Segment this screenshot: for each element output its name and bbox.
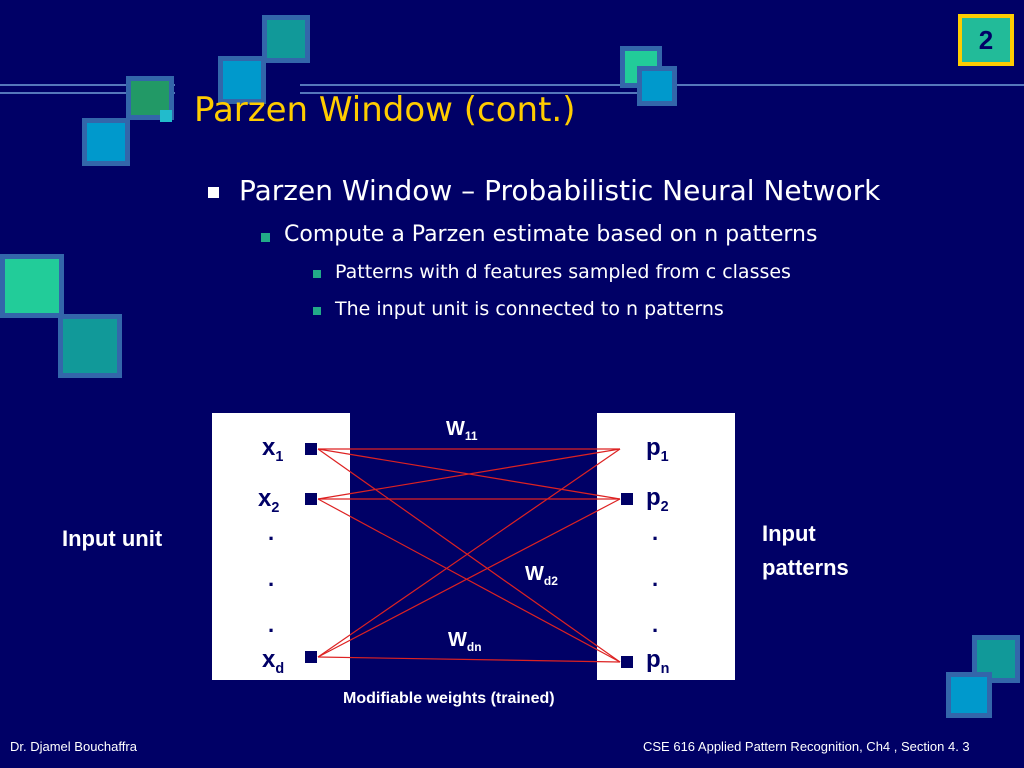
bullet-l3b: The input unit is connected to n pattern… bbox=[335, 298, 724, 320]
input-ellipsis-dot: . bbox=[268, 612, 275, 637]
decor-rule-right-2 bbox=[300, 92, 660, 94]
weight-wd2-label: Wd2 bbox=[525, 563, 558, 588]
connection-line bbox=[317, 498, 621, 663]
weight-w11-label: W11 bbox=[446, 418, 478, 443]
pattern-p1-sub: 1 bbox=[660, 448, 669, 465]
diagram-caption: Modifiable weights (trained) bbox=[343, 690, 555, 707]
patterns-box bbox=[597, 413, 735, 680]
weight-wdn-base: W bbox=[448, 629, 467, 651]
decor-rule-top bbox=[0, 84, 175, 86]
weight-w11-base: W bbox=[446, 418, 465, 440]
pattern-pn-label: pn bbox=[646, 646, 669, 677]
decor-square bbox=[58, 314, 122, 378]
decor-square bbox=[262, 15, 310, 63]
decor-square bbox=[637, 66, 677, 106]
decor-square bbox=[0, 254, 64, 318]
bullet-l3a: Patterns with d features sampled from c … bbox=[335, 261, 791, 283]
connection-line bbox=[317, 448, 621, 663]
decor-square bbox=[218, 56, 266, 104]
decor-square bbox=[82, 118, 130, 166]
bullet-l2: Compute a Parzen estimate based on n pat… bbox=[284, 222, 818, 247]
connection-line bbox=[317, 656, 621, 663]
input-x2-base: x bbox=[258, 485, 272, 512]
pattern-ellipsis-dot: . bbox=[652, 520, 659, 545]
input-unit-label: Input unit bbox=[62, 526, 163, 551]
input-x2-sub: 2 bbox=[271, 499, 280, 516]
input-patterns-label-line1: Input bbox=[762, 521, 816, 546]
node-x1 bbox=[305, 443, 317, 455]
bullet-l1-icon bbox=[208, 187, 219, 198]
pattern-p1-label: p1 bbox=[646, 434, 669, 465]
pattern-p2-base: p bbox=[646, 484, 661, 511]
title-bullet-icon bbox=[160, 110, 172, 122]
input-xd-sub: d bbox=[275, 660, 285, 677]
bullet-l3a-icon bbox=[313, 270, 321, 278]
input-patterns-label-line2: patterns bbox=[762, 555, 849, 580]
bullet-l2-icon bbox=[261, 233, 270, 242]
pattern-ellipsis-dot: . bbox=[652, 566, 659, 591]
input-x1-sub: 1 bbox=[275, 448, 284, 465]
footer-course: CSE 616 Applied Pattern Recognition, Ch4… bbox=[643, 739, 970, 754]
connection-line bbox=[317, 448, 621, 500]
node-p2 bbox=[621, 493, 633, 505]
weight-wdn-sub: dn bbox=[466, 640, 482, 654]
bullet-l3b-icon bbox=[313, 307, 321, 315]
page-title: Parzen Window (cont.) bbox=[194, 90, 576, 130]
connections bbox=[317, 448, 621, 663]
input-ellipsis-dot: . bbox=[268, 566, 275, 591]
bullet-l1: Parzen Window – Probabilistic Neural Net… bbox=[239, 174, 881, 207]
node-x2 bbox=[305, 493, 317, 505]
footer-author: Dr. Djamel Bouchaffra bbox=[10, 739, 137, 754]
input-x1-label: x1 bbox=[262, 434, 283, 465]
node-xd bbox=[305, 651, 317, 663]
pattern-p2-sub: 2 bbox=[660, 498, 669, 515]
decor-rule-top-2 bbox=[0, 92, 175, 94]
pattern-p2-label: p2 bbox=[646, 484, 669, 515]
pattern-p1-base: p bbox=[646, 434, 661, 461]
weight-wd2-sub: d2 bbox=[543, 574, 558, 588]
decor-square bbox=[946, 672, 992, 718]
weight-w11-sub: 11 bbox=[464, 429, 478, 443]
connection-line bbox=[317, 448, 621, 658]
weight-wd2-base: W bbox=[525, 563, 544, 585]
input-ellipsis-dot: . bbox=[268, 520, 275, 545]
pattern-pn-base: p bbox=[646, 646, 661, 673]
node-pn bbox=[621, 656, 633, 668]
pattern-ellipsis-dot: . bbox=[652, 612, 659, 637]
slide-number: 2 bbox=[958, 14, 1014, 66]
weight-wdn-label: Wdn bbox=[448, 629, 482, 654]
input-xd-label: xd bbox=[262, 646, 284, 677]
input-x2-label: x2 bbox=[258, 485, 279, 516]
decor-rule-far-right bbox=[655, 84, 1024, 86]
connection-line bbox=[317, 498, 621, 658]
pattern-pn-sub: n bbox=[660, 660, 670, 677]
input-xd-base: x bbox=[262, 646, 276, 673]
input-x1-base: x bbox=[262, 434, 276, 461]
input-unit-box bbox=[212, 413, 350, 680]
decor-rule-right bbox=[300, 84, 660, 86]
